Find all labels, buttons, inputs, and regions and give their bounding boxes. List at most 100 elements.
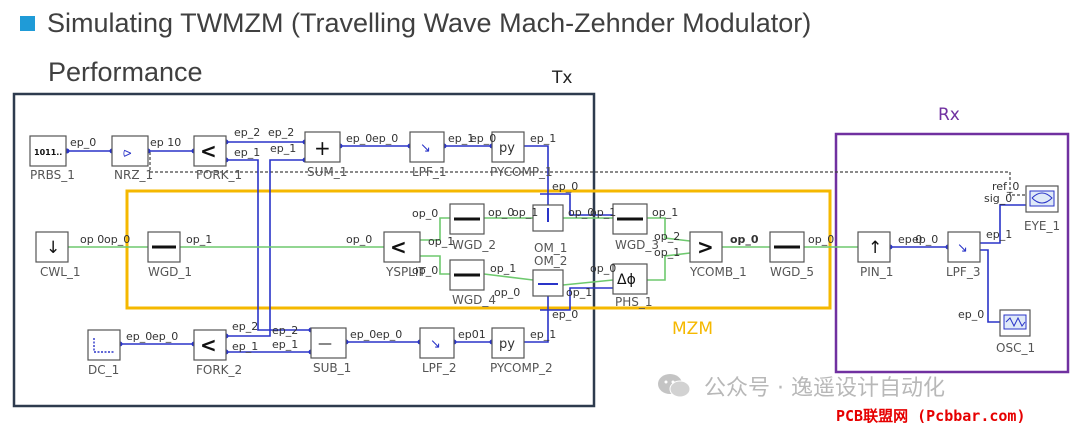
- block-label: CWL_1: [40, 265, 81, 279]
- port-label: op 0: [80, 233, 104, 246]
- block-label: PYCOMP_2: [490, 361, 553, 375]
- python-icon: py: [499, 141, 515, 156]
- optical-wire: [483, 273, 534, 281]
- python-icon: py: [499, 337, 515, 352]
- port-label: op_1: [428, 235, 454, 248]
- port-label: ep_0: [958, 308, 984, 321]
- port-label: ep_1: [530, 132, 556, 145]
- block-sum[interactable]: + SUM_1: [304, 131, 347, 179]
- ysplit-icon: <: [390, 235, 407, 259]
- port-label: ep_0: [126, 330, 152, 343]
- port-label: ep_1: [986, 228, 1012, 241]
- block-label: DC_1: [88, 363, 119, 377]
- block-phs[interactable]: Δϕ PHS_1: [612, 263, 653, 309]
- port-label: op_1: [654, 246, 680, 259]
- block-om-2[interactable]: OM_2: [532, 254, 567, 297]
- block-label: NRZ_1: [114, 168, 153, 182]
- site-watermark: PCB联盟网 (Pcbbar.com): [836, 407, 1026, 425]
- block-ycomb[interactable]: > YCOMB_1: [689, 231, 747, 279]
- port-label: ep_2: [232, 320, 258, 333]
- title-line-1: Simulating TWMZM (Travelling Wave Mach-Z…: [47, 8, 812, 38]
- wechat-watermark: 公众号 · 逸遥设计自动化: [656, 370, 945, 402]
- port-label: ep 0: [898, 233, 922, 246]
- rx-group-label: Rx: [938, 105, 960, 125]
- lpf-icon: ↘: [430, 337, 441, 352]
- block-wgd-3[interactable]: WGD_3: [612, 203, 659, 252]
- phase-shifter-icon: Δϕ: [617, 272, 636, 288]
- block-fork-2[interactable]: < FORK_2: [193, 329, 242, 377]
- optical-wire: [647, 217, 691, 242]
- block-eye[interactable]: EYE_1: [1024, 185, 1060, 233]
- wire: [980, 204, 1026, 244]
- block-label: PIN_1: [860, 265, 893, 279]
- optical-wire: [420, 217, 450, 241]
- block-label: LPF_1: [412, 165, 446, 179]
- title-bullet-icon: [20, 16, 35, 31]
- block-label: WGD_4: [452, 293, 496, 307]
- block-lpf-2[interactable]: ↘ LPF_2: [419, 327, 456, 375]
- block-wgd-2[interactable]: WGD_2: [449, 203, 496, 252]
- block-fork-1[interactable]: < FORK_1: [193, 135, 242, 182]
- wire: [226, 159, 311, 331]
- port-label: ep_0: [470, 132, 496, 145]
- block-wgd-5[interactable]: WGD_5: [769, 231, 814, 279]
- port-label: op_0: [568, 206, 594, 219]
- port-label: ep_1: [272, 338, 298, 351]
- block-label: OM_1: [534, 241, 567, 255]
- wechat-icon: [658, 374, 691, 398]
- port-label: op_0: [412, 264, 438, 277]
- sum-icon: +: [314, 136, 331, 160]
- block-wgd-1[interactable]: WGD_1: [147, 231, 192, 279]
- block-osc[interactable]: OSC_1: [996, 309, 1035, 355]
- title-line-2: Performance: [48, 57, 203, 87]
- block-om-1[interactable]: OM_1: [532, 204, 567, 255]
- block-sub[interactable]: — SUB_1: [310, 327, 351, 375]
- port-label: ep 10: [150, 136, 181, 149]
- block-label: FORK_1: [196, 168, 242, 182]
- dc-source-icon: [93, 338, 114, 353]
- block-label: OSC_1: [996, 341, 1035, 355]
- block-pycomp-1[interactable]: py PYCOMP_1: [490, 131, 553, 179]
- tx-group-label: Tx: [551, 68, 572, 88]
- block-label: WGD_3: [615, 238, 659, 252]
- block-label: EYE_1: [1024, 219, 1060, 233]
- port-label: ep_0: [346, 132, 372, 145]
- optical-wire: [647, 252, 691, 281]
- block-ysplit[interactable]: < YSPLIT: [383, 231, 426, 279]
- wire: [540, 193, 613, 216]
- block-lpf-1[interactable]: ↘ LPF_1: [409, 131, 446, 179]
- optical-wire: [420, 255, 450, 275]
- block-nrz[interactable]: ⪧ NRZ_1: [111, 135, 153, 182]
- optical-wire: [562, 279, 614, 286]
- eye-trace: [1031, 192, 1053, 204]
- port-label: ep_1: [448, 132, 474, 145]
- port-label: sig_0: [984, 192, 1012, 205]
- laser-icon: ↓: [46, 238, 60, 258]
- block-label: SUB_1: [313, 361, 351, 375]
- port-label: op_0: [494, 286, 520, 299]
- port-label: op_0: [412, 207, 438, 220]
- block-label: WGD_2: [452, 238, 496, 252]
- port-label: op_1: [490, 262, 516, 275]
- block-label: YSPLIT: [385, 265, 426, 279]
- port-label: op_1: [652, 206, 678, 219]
- lpf-icon: ↘: [420, 141, 431, 156]
- port-label: ep_1: [270, 142, 296, 155]
- block-prbs[interactable]: 1011.. PRBS_1: [29, 135, 75, 182]
- mzm-group-box: [125, 189, 832, 310]
- port-label: op_1: [186, 233, 212, 246]
- photodiode-icon: ↑: [868, 238, 882, 258]
- block-dc[interactable]: DC_1: [87, 329, 121, 377]
- block-lpf-3[interactable]: ↘ LPF_3: [946, 231, 981, 279]
- block-wgd-4[interactable]: WGD_4: [449, 259, 496, 307]
- block-label: LPF_2: [422, 361, 456, 375]
- watermark-text: 公众号 · 逸遥设计自动化: [704, 376, 945, 401]
- port-label: op_2: [654, 230, 680, 243]
- block-cwl[interactable]: ↓ CWL_1: [35, 231, 81, 279]
- prbs-icon: 1011..: [34, 148, 62, 157]
- port-label: ref_0: [992, 180, 1019, 193]
- block-pin[interactable]: ↑ PIN_1: [857, 231, 893, 279]
- port-label: ep_0: [372, 132, 398, 145]
- block-pycomp-2[interactable]: py PYCOMP_2: [490, 327, 553, 375]
